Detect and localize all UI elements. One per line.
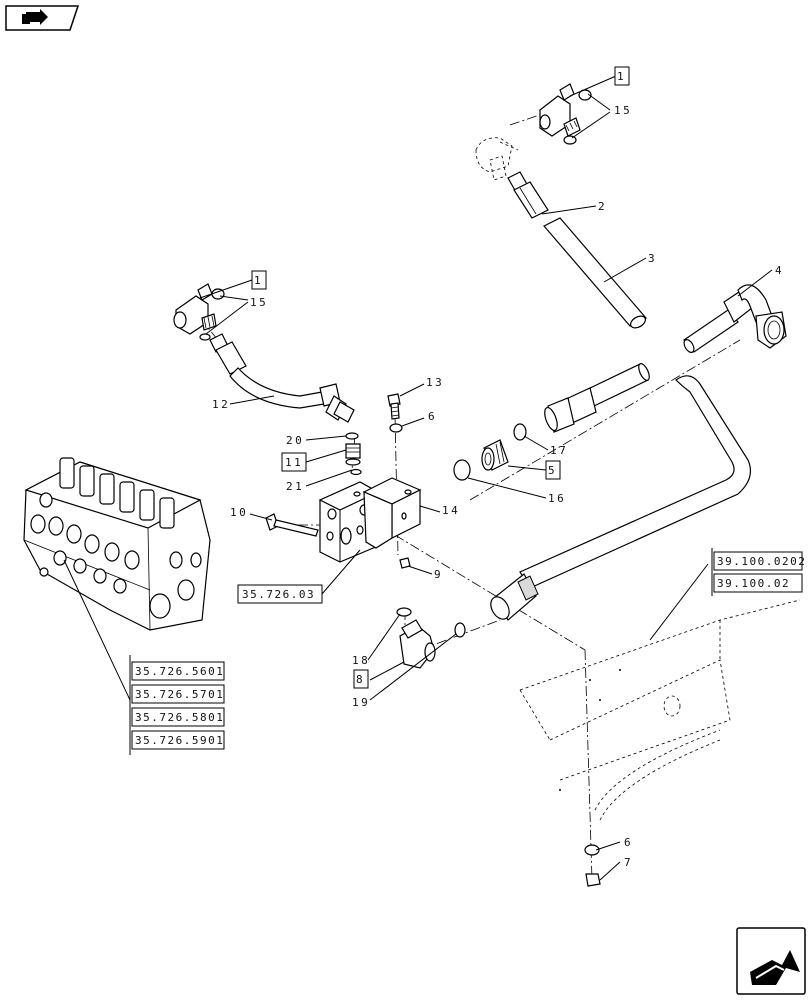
callout-9: 9 [434, 568, 443, 581]
callout-box-11 [281, 452, 307, 472]
valve-sections [30, 457, 202, 619]
elbow-8 [396, 607, 466, 669]
ref-35-726-5901[interactable]: 35.726.5901 [135, 734, 224, 747]
callout-1-upper: 1 [617, 70, 626, 83]
callout-16: 16 [548, 492, 566, 505]
callout-19: 19 [352, 696, 370, 709]
o-ring-16 [453, 459, 471, 481]
callout-20: 20 [286, 434, 304, 447]
ref-box-5601[interactable] [131, 661, 225, 681]
center-lines [199, 107, 741, 881]
chassis-frame [519, 599, 801, 821]
main-control-valve [23, 457, 211, 631]
bolt-10 [265, 513, 319, 537]
callout-7: 7 [624, 856, 633, 869]
next-page-arrow-icon[interactable] [736, 927, 806, 995]
callout-13: 13 [426, 376, 444, 389]
callout-18: 18 [352, 654, 370, 667]
o-ring-17 [513, 423, 527, 441]
connector-5 [481, 439, 509, 471]
callout-10: 10 [230, 506, 248, 519]
callout-3: 3 [648, 252, 657, 265]
valve-block [318, 481, 380, 563]
callout-5: 5 [548, 464, 557, 477]
ref-39-100-02[interactable]: 39.100.02 [717, 577, 790, 590]
hose-elbow-4 [683, 284, 787, 353]
ref-box-5901[interactable] [131, 730, 225, 750]
nut-7 [585, 873, 601, 887]
long-pipe [490, 375, 751, 621]
tee-fitting-upper [539, 83, 592, 145]
phantom-fitting [475, 137, 519, 181]
reference-boxes: 35.726.03 39.100.0202 39.100.02 35.726.5… [131, 551, 806, 750]
ref-35-726-5601[interactable]: 35.726.5601 [135, 665, 224, 678]
callout-15-left: 15 [250, 296, 268, 309]
callout-6-lower: 6 [624, 836, 633, 849]
callout-box-8 [353, 669, 369, 689]
ref-35-726-5701[interactable]: 35.726.5701 [135, 688, 224, 701]
ref-box-39-100-02[interactable] [713, 573, 803, 593]
callout-8: 8 [356, 673, 365, 686]
hose-upper [507, 171, 647, 329]
callout-box-1-upper [614, 66, 630, 86]
book-arrow-icon[interactable] [5, 5, 80, 31]
callout-15-upper: 15 [614, 104, 632, 117]
callout-6-upper: 6 [428, 410, 437, 423]
nut-9 [399, 557, 411, 569]
callout-21: 21 [286, 480, 304, 493]
callout-4: 4 [775, 264, 784, 277]
ref-box-39-100-0202[interactable] [713, 551, 803, 571]
callout-14: 14 [442, 504, 460, 517]
washer-6-upper [389, 423, 403, 433]
hose-12 [209, 333, 355, 423]
callout-2: 2 [598, 200, 607, 213]
leader-lines [63, 75, 773, 881]
callout-box-1-left [251, 270, 267, 290]
ref-box-5801[interactable] [131, 707, 225, 727]
callout-17: 17 [550, 444, 568, 457]
adapter-11 [345, 432, 362, 476]
callout-box-5 [545, 460, 561, 480]
callout-1-left: 1 [254, 274, 263, 287]
callout-12: 12 [212, 398, 230, 411]
bolt-13 [387, 393, 401, 420]
callout-11: 11 [285, 456, 303, 469]
callout-labels: 1 15 2 3 4 1 15 12 13 6 20 11 21 17 5 16… [212, 66, 784, 869]
ref-box-5701[interactable] [131, 684, 225, 704]
ref-box-35-726-03[interactable] [237, 584, 323, 604]
ref-35-726-03[interactable]: 35.726.03 [242, 588, 315, 601]
straight-pipe-center [544, 363, 650, 433]
ref-35-726-5801[interactable]: 35.726.5801 [135, 711, 224, 724]
washer-6-lower [584, 844, 600, 856]
ref-39-100-0202[interactable]: 39.100.0202 [717, 555, 806, 568]
bracket-14 [362, 477, 422, 549]
